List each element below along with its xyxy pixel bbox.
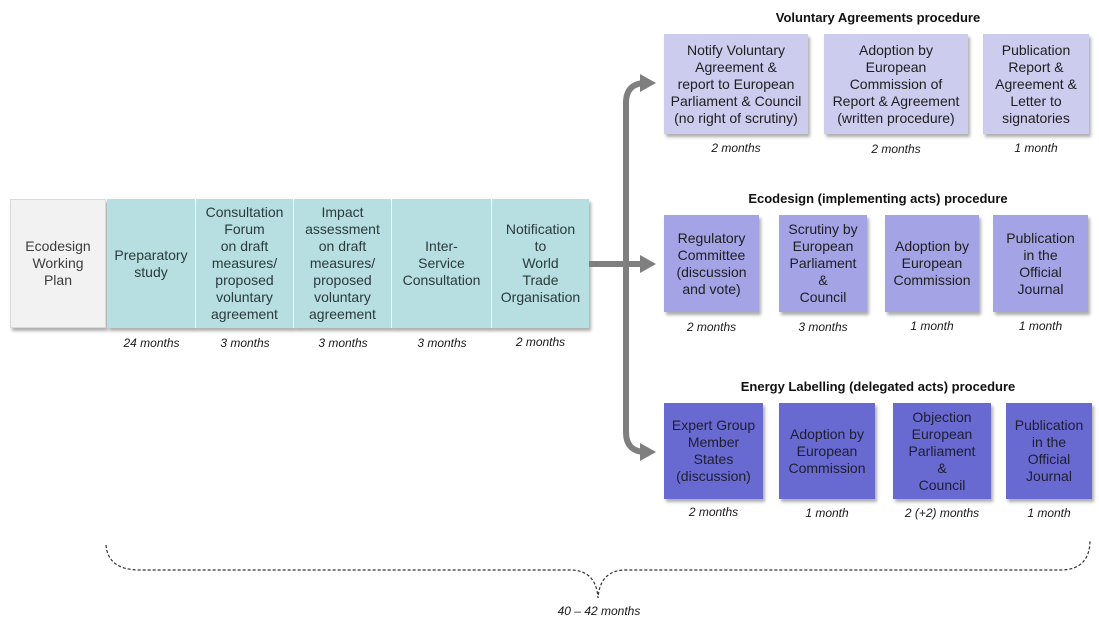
va-duration-publication: 1 month (1014, 141, 1058, 155)
eco-step-adoption: Adoption by European Commission (885, 215, 979, 312)
va-duration-notify: 2 months (711, 141, 761, 155)
arrowhead-voluntary (640, 74, 656, 92)
total-duration-brace (105, 539, 1091, 599)
arrowhead-ecodesign (640, 255, 656, 273)
el-step-expert-group: Expert Group Member States (discussion) (664, 403, 763, 499)
arrowhead-energy-labelling (640, 443, 656, 461)
va-step-notify: Notify Voluntary Agreement & report to E… (664, 34, 808, 134)
step-impact-assessment: Impact assessment on draft measures/ pro… (294, 199, 392, 328)
va-duration-adoption: 2 months (871, 142, 921, 156)
el-duration-publication: 1 month (1027, 506, 1071, 520)
el-duration-objection: 2 (+2) months (904, 506, 980, 520)
title-voluntary-agreements: Voluntary Agreements procedure (775, 10, 981, 25)
el-step-publication: Publication in the Official Journal (1006, 403, 1092, 499)
eco-step-regulatory-committee: Regulatory Committee (discussion and vot… (664, 215, 759, 312)
va-step-publication: Publication Report & Agreement & Letter … (983, 34, 1089, 134)
eco-duration-scrutiny: 3 months (798, 320, 848, 334)
eco-duration-publication: 1 month (1018, 319, 1063, 333)
eco-duration-adoption: 1 month (910, 319, 954, 333)
duration-preparatory-study: 24 months (123, 336, 180, 350)
duration-wto-notification: 2 months (515, 335, 566, 349)
step-consultation-forum: Consultation Forum on draft measures/ pr… (196, 199, 294, 328)
title-energy-labelling-procedure: Energy Labelling (delegated acts) proced… (740, 379, 1016, 394)
eco-duration-regulatory-committee: 2 months (686, 320, 737, 334)
duration-inter-service-consultation: 3 months (417, 336, 467, 350)
step-inter-service-consultation: Inter- Service Consultation (392, 199, 492, 328)
el-duration-adoption: 1 month (805, 506, 849, 520)
el-step-objection: Objection European Parliament & Council (893, 403, 991, 499)
duration-impact-assessment: 3 months (318, 336, 368, 350)
title-ecodesign-procedure: Ecodesign (implementing acts) procedure (748, 191, 1008, 206)
step-preparatory-study: Preparatory study (107, 199, 196, 328)
step-wto-notification: Notification to World Trade Organisation (492, 199, 589, 328)
duration-consultation-forum: 3 months (220, 336, 270, 350)
el-duration-expert-group: 2 months (688, 505, 739, 519)
step-ecodesign-working-plan: Ecodesign Working Plan (10, 199, 106, 328)
va-step-adoption: Adoption by European Commission of Repor… (824, 34, 968, 134)
total-duration-label: 40 – 42 months (557, 604, 641, 618)
eco-step-publication: Publication in the Official Journal (993, 215, 1088, 312)
branch-connector (623, 80, 647, 455)
el-step-adoption: Adoption by European Commission (779, 403, 875, 499)
eco-step-scrutiny: Scrutiny by European Parliament & Counci… (779, 215, 867, 312)
